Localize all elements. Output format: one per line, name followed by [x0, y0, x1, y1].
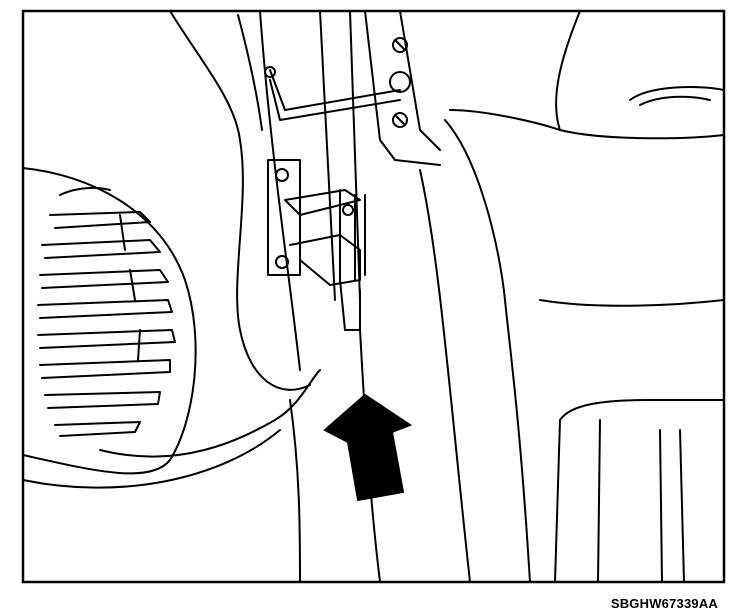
rear-panel — [449, 10, 725, 583]
body-pillar — [259, 10, 531, 583]
direction-arrow — [323, 393, 413, 502]
door-check-strap — [264, 37, 411, 128]
speaker-grille — [22, 167, 197, 475]
door-trim-panel — [22, 10, 321, 489]
door-hinge — [267, 159, 366, 331]
figure-code-label: SBGHW67339AA — [610, 596, 718, 611]
figure-frame — [21, 9, 726, 584]
